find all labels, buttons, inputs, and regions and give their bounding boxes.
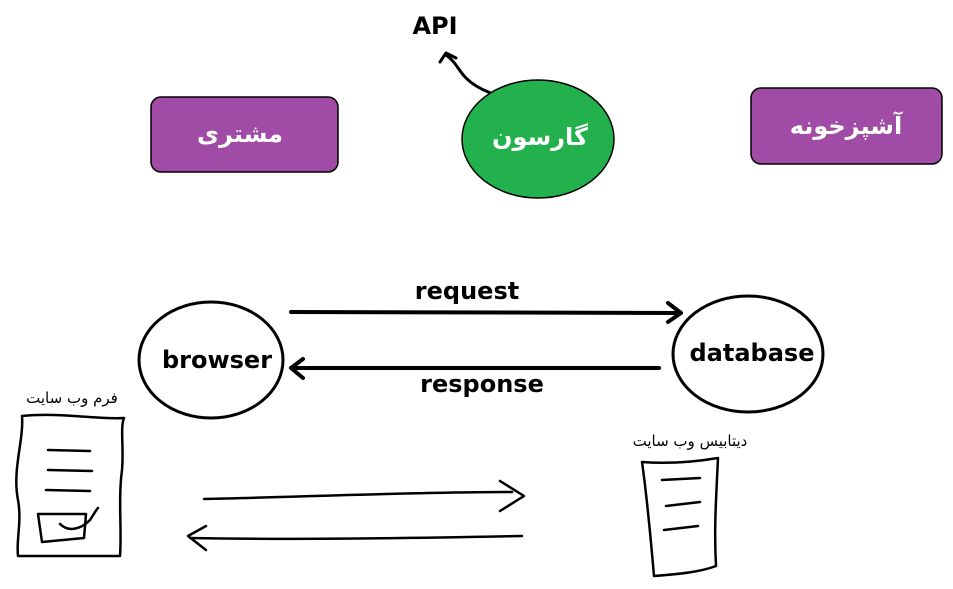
api-label: API [412,12,457,40]
request-label: request [415,277,519,305]
web-database-line-2 [664,500,702,508]
customer-box [150,96,339,173]
response-arrow-head [289,357,305,380]
sketch-arrow-right [202,490,514,501]
sketch-arrow-left-head [186,524,208,552]
web-form-line-1 [46,448,92,453]
response-label: response [420,370,544,398]
web-form-check [58,506,100,531]
browser-label: browser [162,346,272,374]
request-arrow [289,310,682,315]
web-database-paper [640,456,720,578]
request-arrow-head [666,301,683,324]
database-label: database [690,339,815,367]
waiter-label: گارسون [492,123,588,151]
sketch-arrow-left [188,534,524,541]
web-form-line-3 [44,488,92,493]
api-arrow-head [438,51,458,64]
kitchen-label: آشپزخونه [790,111,903,140]
sketch-arrow-right-head [498,479,526,513]
web-database-line-3 [662,524,700,532]
waiter-circle [461,79,615,199]
web-database-line-1 [660,476,702,482]
web-form-label: فرم وب سایت [26,389,118,407]
web-form-line-2 [46,468,94,473]
customer-label: مشتری [197,120,283,148]
web-form-box [36,512,88,544]
kitchen-box [750,87,943,165]
web-form-paper [15,413,126,558]
web-database-label: دیتابیس وب سایت [633,432,748,450]
database-circle [671,294,825,414]
browser-circle [137,300,285,420]
